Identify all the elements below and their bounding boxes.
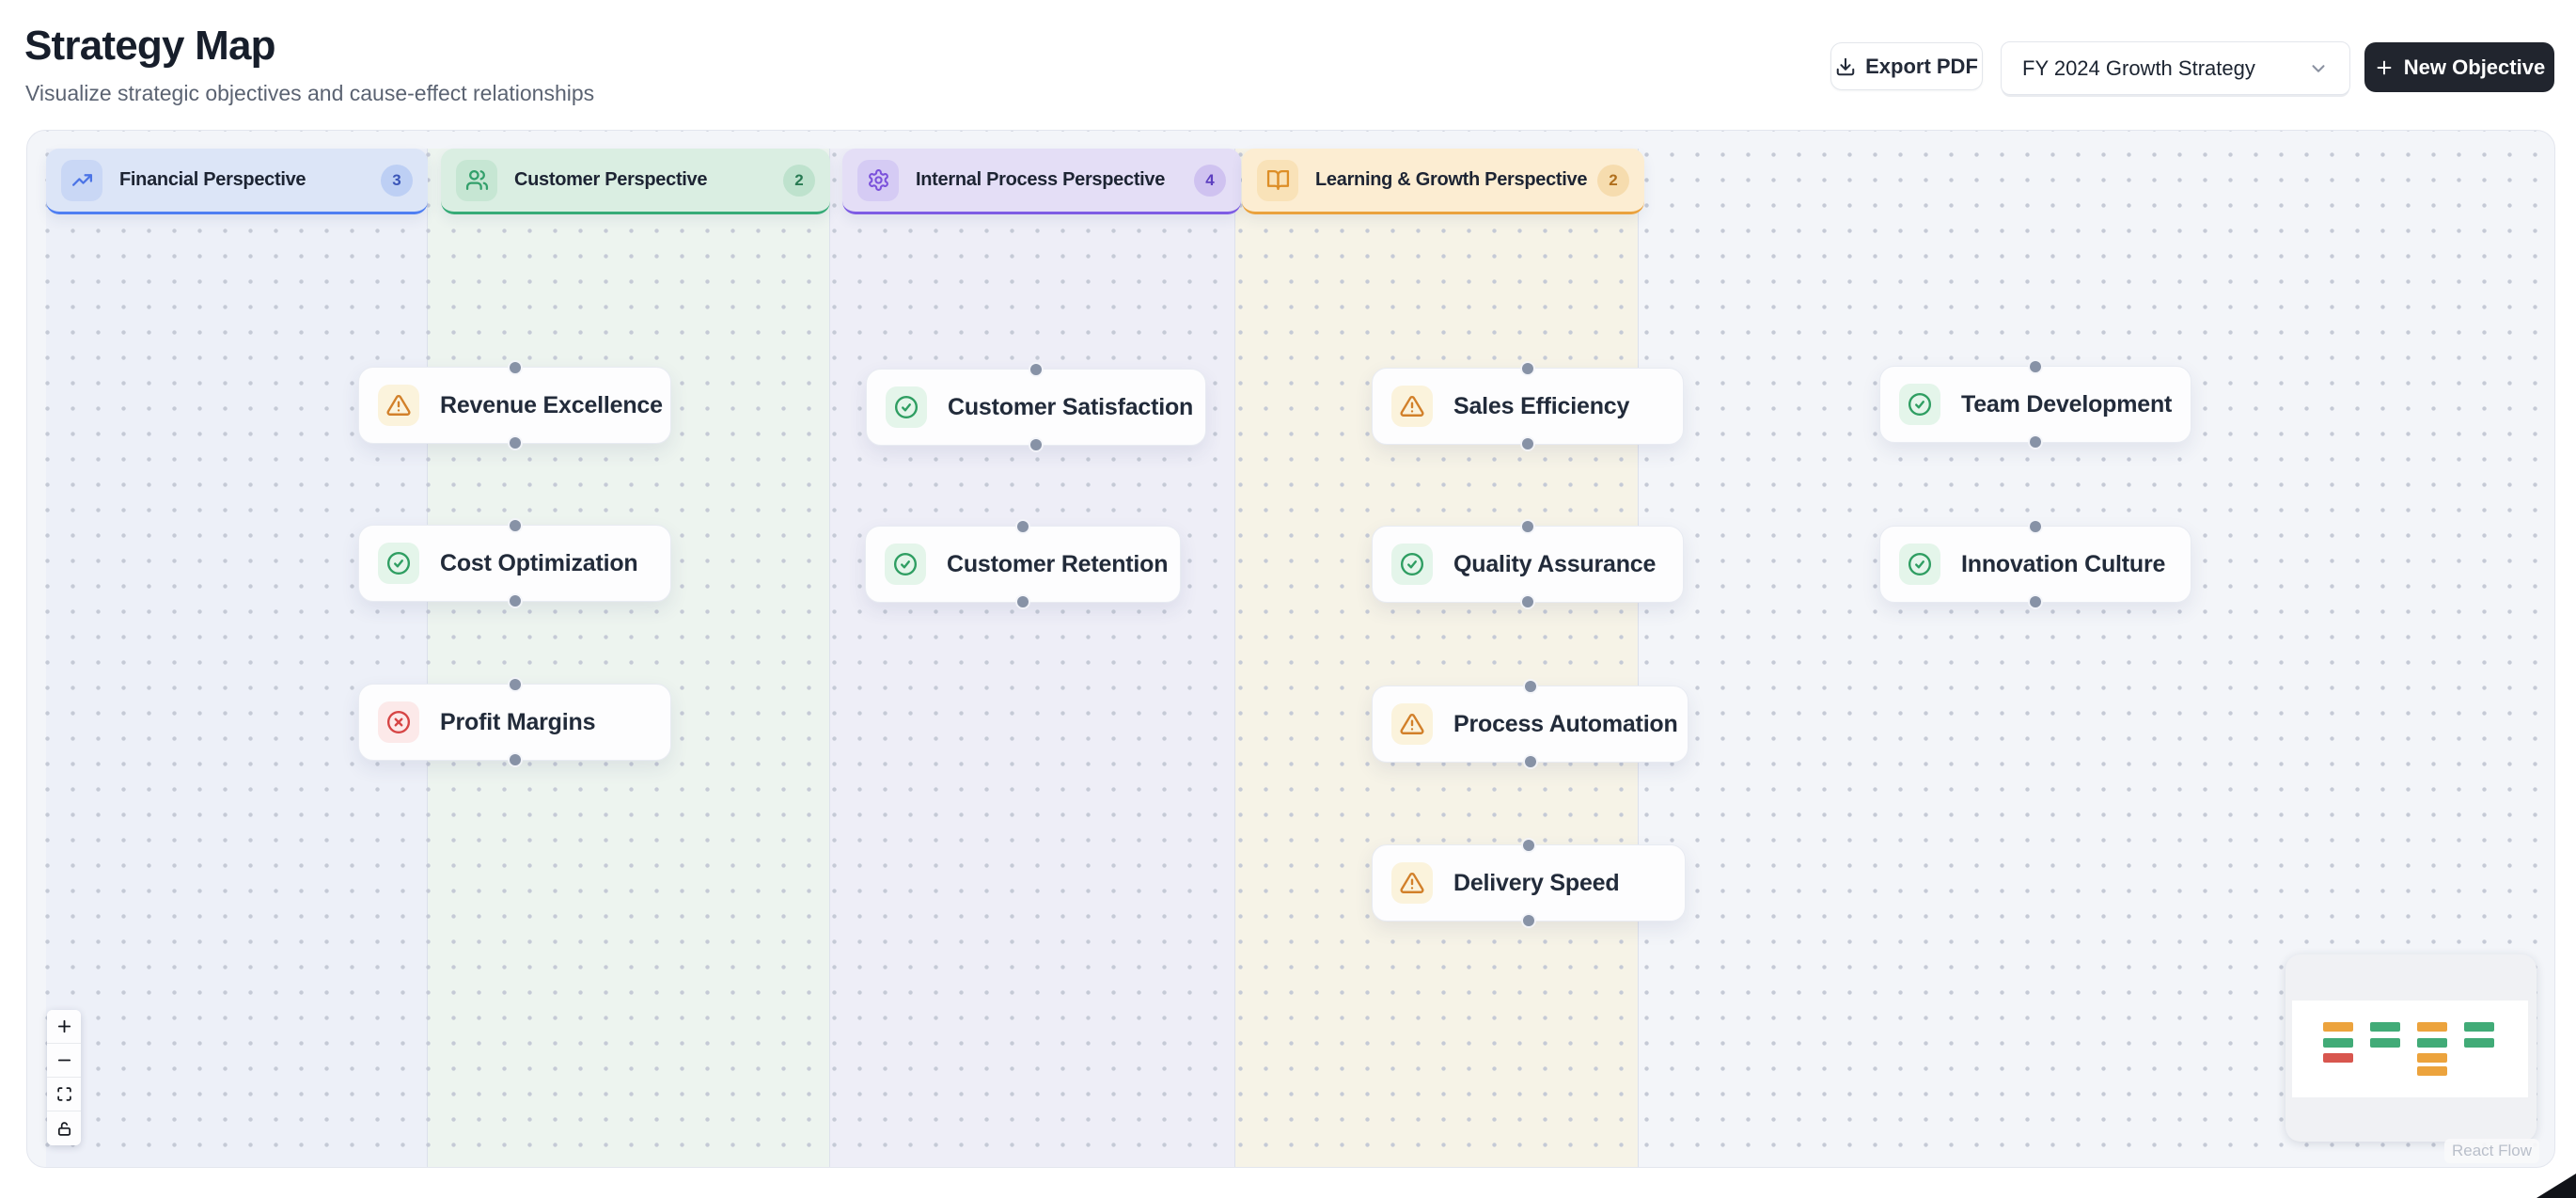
node-handle-top[interactable]	[2030, 361, 2041, 372]
node-handle-top[interactable]	[1523, 840, 1534, 851]
objective-label: Customer Retention	[947, 550, 1169, 577]
node-handle-top[interactable]	[509, 520, 521, 531]
check-circle-icon	[1391, 544, 1433, 585]
node-handle-bottom[interactable]	[1017, 596, 1029, 607]
perspective-label: Customer Perspective	[514, 169, 708, 190]
trending-up-icon	[61, 159, 102, 201]
fit-view-button[interactable]	[47, 1078, 81, 1111]
node-handle-top[interactable]	[1522, 363, 1533, 374]
objective-label: Revenue Excellence	[440, 391, 663, 418]
check-circle-icon	[1899, 544, 1940, 585]
strategy-select[interactable]: FY 2024 Growth Strategy	[2001, 41, 2350, 95]
export-pdf-button[interactable]: Export PDF	[1830, 42, 1983, 90]
objective-node-quality-assurance[interactable]: Quality Assurance	[1372, 521, 1684, 607]
users-icon	[456, 159, 497, 201]
node-handle-top[interactable]	[509, 679, 521, 690]
financial-column-background	[46, 149, 428, 1167]
node-handle-bottom[interactable]	[509, 754, 521, 765]
learning-growth-column-background	[1235, 149, 1639, 1167]
objective-node-process-automation[interactable]: Process Automation	[1372, 681, 1689, 767]
new-objective-label: New Objective	[2403, 55, 2546, 79]
node-handle-bottom[interactable]	[1522, 438, 1533, 449]
customer-column-background	[428, 149, 830, 1167]
warning-icon	[1391, 703, 1433, 745]
download-icon	[1835, 56, 1856, 77]
warning-icon	[1391, 386, 1433, 427]
objective-label: Customer Satisfaction	[948, 393, 1194, 420]
objective-label: Sales Efficiency	[1453, 392, 1630, 419]
node-handle-bottom[interactable]	[1522, 596, 1533, 607]
check-circle-icon	[378, 543, 419, 584]
perspective-count-badge: 3	[381, 164, 413, 197]
flow-canvas[interactable]: Financial Perspective 3 Customer Perspec…	[26, 130, 2555, 1168]
book-open-icon	[1257, 159, 1298, 201]
page-title: Strategy Map	[24, 23, 276, 69]
objective-label: Team Development	[1961, 390, 2173, 418]
check-circle-icon	[886, 386, 927, 428]
node-handle-top[interactable]	[1030, 364, 1042, 375]
perspective-header-internal-process[interactable]: Internal Process Perspective 4	[842, 149, 1241, 214]
objective-label: Delivery Speed	[1453, 869, 1620, 896]
objective-node-team-development[interactable]: Team Development	[1879, 361, 2191, 448]
objective-node-sales-efficiency[interactable]: Sales Efficiency	[1372, 363, 1684, 449]
lock-button[interactable]	[47, 1111, 81, 1145]
perspective-count-badge: 2	[1597, 164, 1629, 197]
objective-label: Cost Optimization	[440, 549, 638, 576]
objective-label: Innovation Culture	[1961, 550, 2166, 577]
react-flow-attribution: React Flow	[2443, 1139, 2539, 1163]
perspective-header-customer[interactable]: Customer Perspective 2	[441, 149, 830, 214]
plus-icon	[2374, 57, 2395, 78]
perspective-label: Financial Perspective	[119, 169, 306, 190]
perspective-label: Internal Process Perspective	[916, 169, 1166, 190]
perspective-header-financial[interactable]: Financial Perspective 3	[46, 149, 428, 214]
node-handle-bottom[interactable]	[509, 437, 521, 449]
objective-node-profit-margins[interactable]: Profit Margins	[358, 679, 671, 765]
internal-process-column-background	[830, 149, 1235, 1167]
objective-node-customer-retention[interactable]: Customer Retention	[865, 521, 1181, 607]
warning-icon	[378, 385, 419, 426]
node-handle-top[interactable]	[1524, 681, 1536, 692]
check-circle-icon	[885, 544, 926, 585]
node-handle-top[interactable]	[509, 362, 521, 373]
page-subtitle: Visualize strategic objectives and cause…	[25, 81, 595, 105]
top-bar: Strategy Map Visualize strategic objecti…	[0, 0, 2576, 130]
node-handle-top[interactable]	[1522, 521, 1533, 532]
strategy-select-value: FY 2024 Growth Strategy	[2022, 55, 2255, 80]
check-circle-icon	[1899, 384, 1940, 425]
objective-node-delivery-speed[interactable]: Delivery Speed	[1372, 840, 1686, 926]
perspective-label: Learning & Growth Perspective	[1315, 169, 1588, 190]
flow-controls	[47, 1010, 81, 1145]
objective-node-revenue-excellence[interactable]: Revenue Excellence	[358, 362, 671, 449]
export-pdf-label: Export PDF	[1865, 54, 1978, 78]
minimap-viewport	[2292, 1001, 2528, 1097]
zoom-in-button[interactable]	[47, 1010, 81, 1044]
zoom-out-button[interactable]	[47, 1044, 81, 1078]
objective-node-cost-optimization[interactable]: Cost Optimization	[358, 520, 671, 607]
perspective-count-badge: 2	[783, 164, 815, 197]
objective-node-customer-satisfaction[interactable]: Customer Satisfaction	[866, 364, 1206, 450]
node-handle-top[interactable]	[2030, 521, 2041, 532]
mouse-cursor	[2537, 1174, 2576, 1198]
objective-label: Quality Assurance	[1453, 550, 1657, 577]
node-handle-top[interactable]	[1017, 521, 1029, 532]
node-handle-bottom[interactable]	[1030, 439, 1042, 450]
warning-icon	[1391, 862, 1433, 904]
perspective-count-badge: 4	[1194, 164, 1226, 197]
node-handle-bottom[interactable]	[1524, 756, 1536, 767]
objective-label: Process Automation	[1453, 710, 1678, 737]
node-handle-bottom[interactable]	[2030, 436, 2041, 448]
node-handle-bottom[interactable]	[2030, 596, 2041, 607]
node-handle-bottom[interactable]	[1523, 915, 1534, 926]
objective-label: Profit Margins	[440, 708, 596, 735]
perspective-header-learning-growth[interactable]: Learning & Growth Perspective 2	[1242, 149, 1644, 214]
new-objective-button[interactable]: New Objective	[2364, 42, 2554, 92]
node-handle-bottom[interactable]	[509, 595, 521, 607]
objective-node-innovation-culture[interactable]: Innovation Culture	[1879, 521, 2191, 607]
gear-icon	[857, 159, 899, 201]
x-circle-icon	[378, 701, 419, 743]
chevron-down-icon	[2308, 58, 2329, 79]
minimap[interactable]	[2285, 954, 2537, 1142]
